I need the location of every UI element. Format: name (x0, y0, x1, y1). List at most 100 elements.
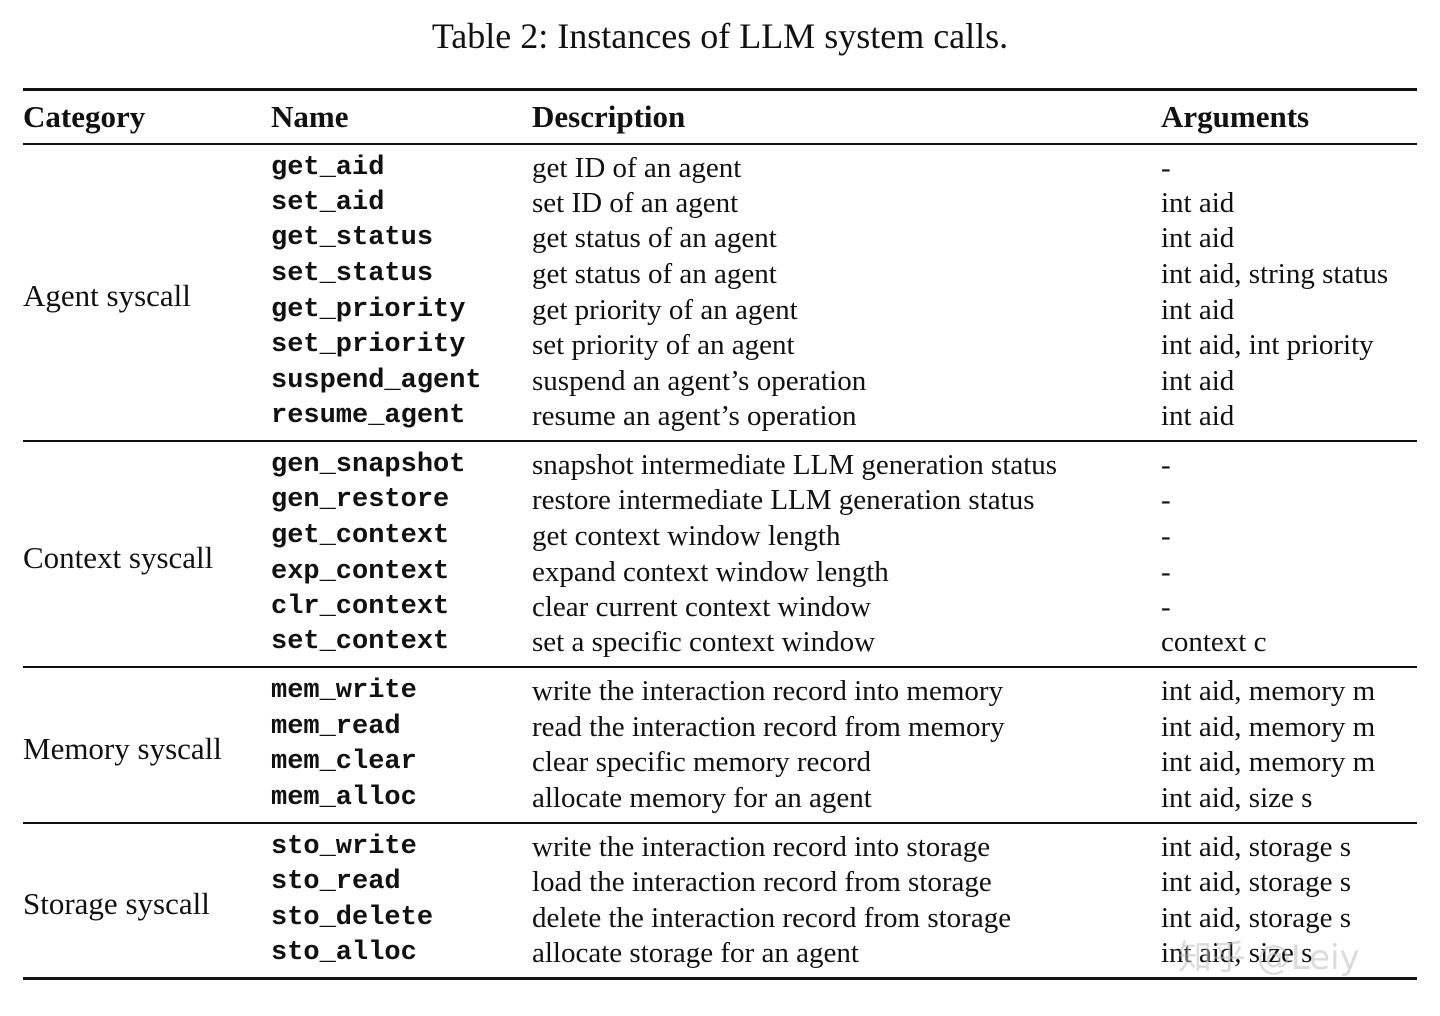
name-cell: sto_read (271, 866, 401, 897)
description-cell: set a specific context window (532, 626, 876, 659)
table-row: set_status get status of an agent int aid,… (23, 257, 1417, 293)
name-cell: mem_write (271, 676, 417, 707)
arguments-cell: - (1161, 151, 1171, 184)
group-memory-syscall: Memory syscall mem_write write the interac… (23, 667, 1417, 823)
table-row: Storage syscall sto_write write the intera… (23, 823, 1417, 921)
description-cell: allocate memory for an agent (532, 781, 872, 814)
name-cell: get_aid (271, 152, 385, 183)
name-cell: sto_write (271, 831, 417, 862)
description-cell: expand context window length (532, 555, 889, 588)
table-header: Category Name Description Arguments (23, 89, 1417, 144)
arguments-cell: int aid, int priority (1161, 329, 1374, 362)
arguments-cell: int aid, memory m (1161, 746, 1376, 779)
description-cell: set priority of an agent (532, 329, 795, 362)
description-cell: write the interaction record into memory (532, 675, 1004, 708)
category-cell: Context syscall (23, 539, 214, 575)
table-row: mem_clear clear specific memory record int… (23, 745, 1417, 781)
table-row: set_priority set priority of an agent int … (23, 328, 1417, 364)
arguments-cell: int aid, size s (1161, 936, 1313, 969)
table-row: get_priority get priority of an agent int … (23, 292, 1417, 328)
arguments-cell: int aid (1161, 293, 1235, 326)
name-cell: exp_context (271, 556, 450, 587)
arguments-cell: int aid, storage s (1161, 830, 1352, 863)
group-storage-syscall: Storage syscall sto_write write the intera… (23, 823, 1417, 979)
header-description: Description (532, 98, 686, 134)
name-cell: get_status (271, 223, 434, 254)
name-cell: set_status (271, 258, 434, 289)
header-name: Name (271, 98, 349, 134)
table-row: Context syscall gen_snapshot snapshot inte… (23, 441, 1417, 575)
arguments-cell: context c (1161, 626, 1267, 659)
description-cell: get context window length (532, 519, 841, 552)
name-cell: get_context (271, 520, 450, 551)
description-cell: set ID of an agent (532, 186, 739, 219)
header-row: Category Name Description Arguments (23, 89, 1417, 144)
description-cell: read the interaction record from memory (532, 710, 1005, 743)
arguments-cell: - (1161, 555, 1171, 588)
description-cell: get ID of an agent (532, 151, 742, 184)
description-cell: load the interaction record from storage (532, 865, 992, 898)
name-cell: mem_alloc (271, 782, 417, 813)
arguments-cell: int aid, memory m (1161, 710, 1376, 743)
description-cell: write the interaction record into storag… (532, 830, 991, 863)
table-row: resume_agent resume an agent’s operation i… (23, 399, 1417, 441)
description-cell: get status of an agent (532, 222, 777, 255)
description-cell: resume an agent’s operation (532, 400, 857, 433)
table-row: sto_delete delete the interaction record … (23, 900, 1417, 936)
arguments-cell: int aid, storage s (1161, 901, 1352, 934)
name-cell: set_priority (271, 330, 466, 361)
arguments-cell: - (1161, 519, 1171, 552)
name-cell: set_aid (271, 187, 385, 218)
table-row: mem_alloc allocate memory for an agent int… (23, 781, 1417, 823)
name-cell: sto_delete (271, 902, 434, 933)
name-cell: resume_agent (271, 401, 466, 432)
arguments-cell: int aid (1161, 186, 1235, 219)
category-cell: Storage syscall (23, 885, 210, 921)
arguments-cell: int aid, memory m (1161, 675, 1376, 708)
table-row: suspend_agent suspend an agent’s operatio… (23, 363, 1417, 399)
description-cell: delete the interaction record from stora… (532, 901, 1012, 934)
arguments-cell: int aid, storage s (1161, 865, 1352, 898)
table-row: exp_context expand context window length - (23, 554, 1417, 590)
name-cell: gen_restore (271, 485, 450, 516)
description-cell: snapshot intermediate LLM generation sta… (532, 449, 1058, 482)
arguments-cell: - (1161, 591, 1171, 624)
table-row: sto_read load the interaction record from… (23, 865, 1417, 901)
arguments-cell: int aid, string status (1161, 257, 1389, 290)
arguments-cell: int aid (1161, 364, 1235, 397)
name-cell: mem_clear (271, 747, 417, 778)
table-row: set_context set a specific context window… (23, 625, 1417, 667)
group-context-syscall: Context syscall gen_snapshot snapshot inte… (23, 441, 1417, 668)
name-cell: mem_read (271, 711, 401, 742)
name-cell: gen_snapshot (271, 450, 466, 481)
name-cell: get_priority (271, 294, 466, 325)
table-row: Memory syscall mem_write write the interac… (23, 667, 1417, 765)
category-cell: Memory syscall (23, 730, 222, 766)
name-cell: set_context (271, 627, 450, 658)
table-row: gen_restore restore intermediate LLM gene… (23, 483, 1417, 519)
arguments-cell: int aid (1161, 222, 1235, 255)
description-cell: clear specific memory record (532, 746, 871, 779)
syscall-table: Category Name Description Arguments Agen… (23, 88, 1417, 980)
table-row: get_status get status of an agent int aid (23, 221, 1417, 257)
description-cell: clear current context window (532, 591, 871, 624)
description-cell: get status of an agent (532, 257, 777, 290)
arguments-cell: - (1161, 449, 1171, 482)
header-arguments: Arguments (1161, 98, 1310, 134)
table-row: get_context get context window length - (23, 519, 1417, 555)
table-caption: Table 2: Instances of LLM system calls. (431, 16, 1009, 56)
description-cell: restore intermediate LLM generation stat… (532, 484, 1035, 517)
table-row: set_aid set ID of an agent int aid (23, 186, 1417, 222)
arguments-cell: int aid, size s (1161, 781, 1313, 814)
description-cell: get priority of an agent (532, 293, 798, 326)
description-cell: suspend an agent’s operation (532, 364, 867, 397)
name-cell: suspend_agent (271, 365, 482, 396)
arguments-cell: - (1161, 484, 1171, 517)
arguments-cell: int aid (1161, 400, 1235, 433)
header-category: Category (23, 98, 146, 134)
table-row: mem_read read the interaction record from… (23, 709, 1417, 745)
